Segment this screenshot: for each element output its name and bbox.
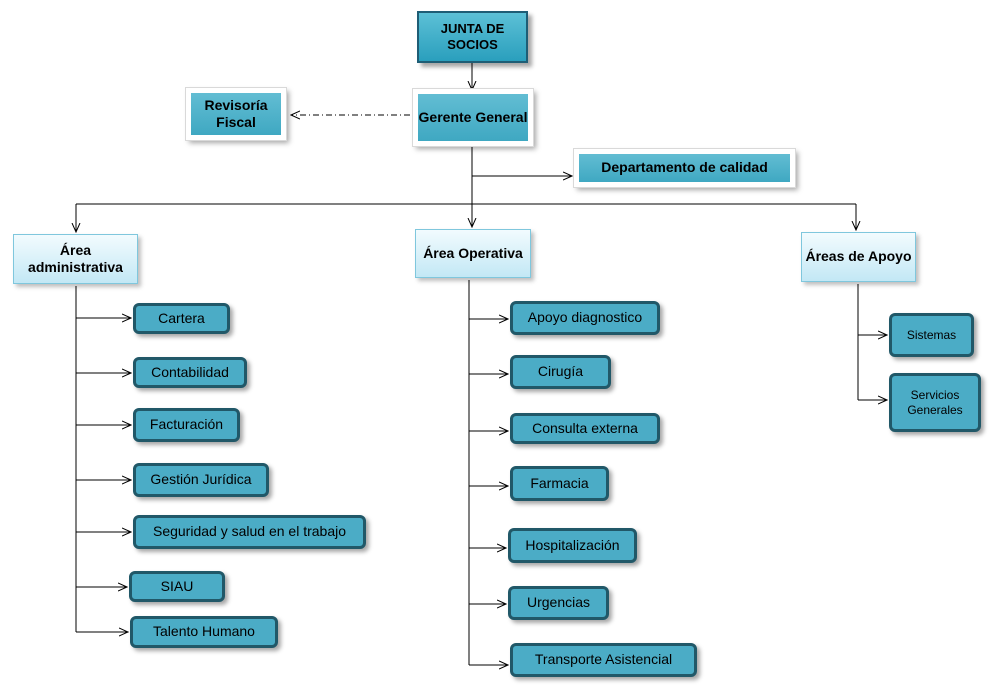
support-item-node: Sistemas [889,313,974,357]
admin-item-node: Talento Humano [130,616,278,648]
quality-dept-node: Departamento de calidad [573,148,796,188]
fiscal-review-node: Revisoría Fiscal [185,87,287,141]
admin-item-label: Facturación [149,416,224,433]
operative-item-label: Hospitalización [525,536,620,553]
support-item-label: Sistemas [906,327,957,342]
operative-item-label: Transporte Asistencial [534,651,673,668]
board-node: JUNTA DE SOCIOS [417,11,528,63]
operative-item-node: Transporte Asistencial [510,643,697,677]
admin-item-label: SIAU [160,577,194,594]
operative-item-node: Urgencias [508,586,609,620]
admin-item-node: Facturación [133,408,240,442]
operative-item-node: Apoyo diagnostico [510,301,660,335]
general-manager-label: Gerente General [418,108,528,125]
operative-item-label: Consulta externa [532,419,638,436]
operative-item-node: Consulta externa [510,413,660,444]
operative-item-node: Farmacia [510,466,609,501]
operative-area-label: Área Operativa [423,244,523,261]
admin-item-node: SIAU [129,571,225,602]
board-label: JUNTA DE SOCIOS [440,20,505,52]
support-area-label: Áreas de Apoyo [805,248,912,265]
operative-item-node: Hospitalización [508,528,637,563]
operative-item-label: Urgencias [526,594,591,611]
general-manager-node: Gerente General [412,88,534,147]
admin-item-node: Cartera [133,303,230,334]
admin-item-label: Cartera [158,309,205,326]
admin-item-label: Gestión Jurídica [150,471,252,488]
admin-item-node: Contabilidad [133,357,247,388]
fiscal-review-label: Revisoría Fiscal [204,96,268,131]
operative-item-node: Cirugía [510,355,611,389]
support-item-label: Servicios Generales [907,387,963,417]
admin-item-label: Seguridad y salud en el trabajo [152,523,347,540]
admin-item-label: Talento Humano [153,623,255,640]
operative-item-label: Farmacia [530,474,589,491]
admin-area-label: Área administrativa [28,241,123,276]
operative-item-label: Apoyo diagnostico [527,309,643,326]
admin-item-node: Gestión Jurídica [133,463,269,497]
admin-item-node: Seguridad y salud en el trabajo [133,515,366,549]
quality-dept-label: Departamento de calidad [601,159,768,176]
operative-area-node: Área Operativa [415,229,531,278]
admin-item-label: Contabilidad [151,363,229,380]
support-area-node: Áreas de Apoyo [801,232,916,282]
support-item-node: Servicios Generales [889,373,981,432]
operative-item-label: Cirugía [537,363,584,380]
admin-area-node: Área administrativa [13,234,138,284]
